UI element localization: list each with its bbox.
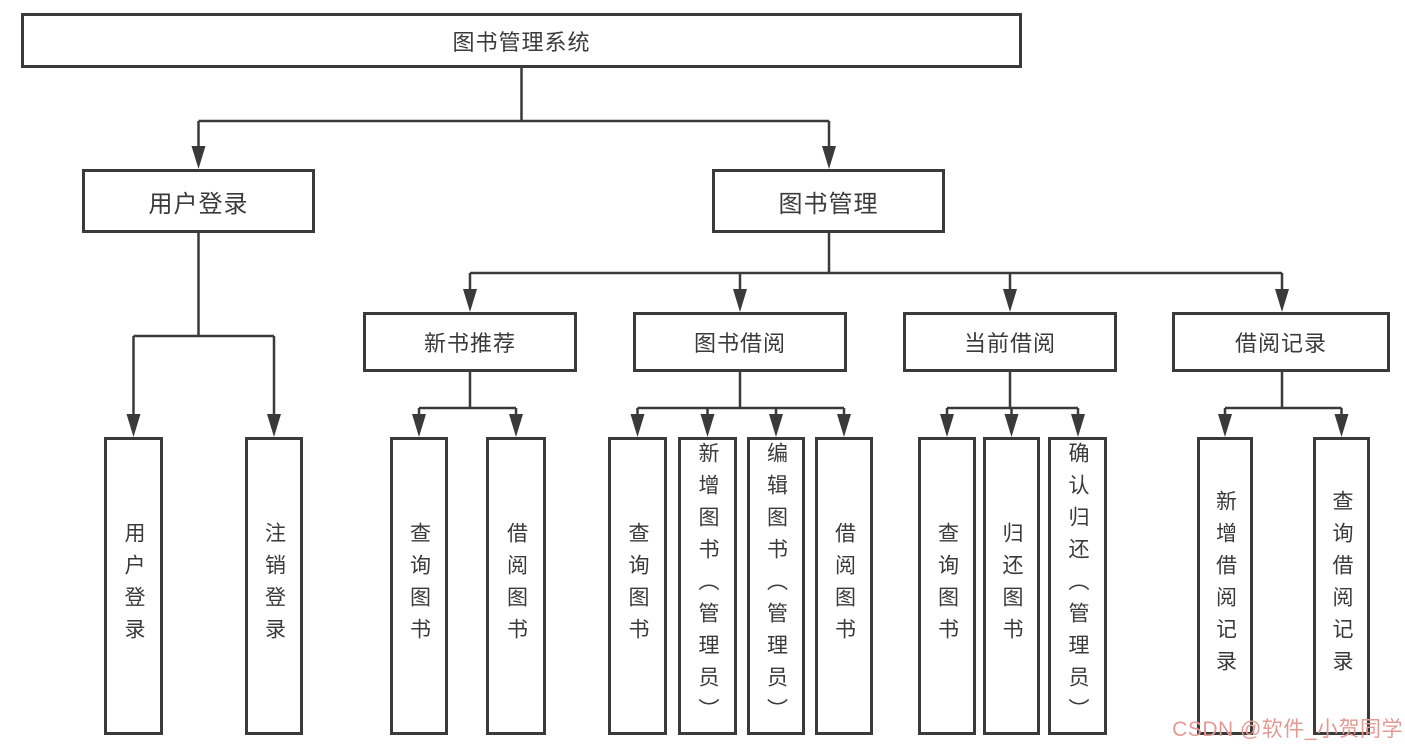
node-leaf-borrow-query: 查询图书 bbox=[608, 437, 667, 735]
node-leaf-current-query: 查询图书 bbox=[918, 437, 976, 735]
edge-book-borrow-to-leaves bbox=[630, 372, 851, 437]
edge-current-borrow-to-leaves bbox=[940, 372, 1085, 437]
node-system-title: 图书管理系统 bbox=[21, 13, 1022, 68]
node-leaf-borrow-edit-admin: 编辑图书（管理员） bbox=[747, 437, 805, 735]
edge-book-mgmt-to-level3 bbox=[463, 233, 1289, 312]
node-leaf-borrow-book: 借阅图书 bbox=[815, 437, 873, 735]
node-leaf-borrow-add-admin: 新增图书（管理员） bbox=[678, 437, 737, 735]
edge-user-login-to-leaves bbox=[126, 233, 281, 437]
edge-borrow-record-to-leaves bbox=[1218, 372, 1349, 437]
edge-new-book-to-leaves bbox=[412, 372, 523, 437]
node-book-borrow: 图书借阅 bbox=[633, 312, 847, 372]
node-user-login: 用户登录 bbox=[82, 169, 315, 233]
node-leaf-newbook-borrow: 借阅图书 bbox=[486, 437, 546, 735]
node-book-mgmt: 图书管理 bbox=[712, 169, 945, 233]
node-leaf-current-return: 归还图书 bbox=[983, 437, 1040, 735]
edge-root-to-level2 bbox=[191, 68, 836, 169]
csdn-watermark: CSDN @软件_小贺同学 bbox=[1172, 718, 1403, 741]
node-leaf-current-confirm-admin: 确认归还（管理员） bbox=[1048, 437, 1107, 735]
node-leaf-user-login: 用户登录 bbox=[104, 437, 163, 735]
node-leaf-record-query: 查询借阅记录 bbox=[1313, 437, 1370, 735]
node-new-book-recommend: 新书推荐 bbox=[363, 312, 577, 372]
node-leaf-record-add: 新增借阅记录 bbox=[1197, 437, 1253, 735]
node-leaf-logout: 注销登录 bbox=[245, 437, 303, 735]
node-leaf-newbook-query: 查询图书 bbox=[390, 437, 448, 735]
node-current-borrow: 当前借阅 bbox=[903, 312, 1117, 372]
node-borrow-record: 借阅记录 bbox=[1172, 312, 1390, 372]
